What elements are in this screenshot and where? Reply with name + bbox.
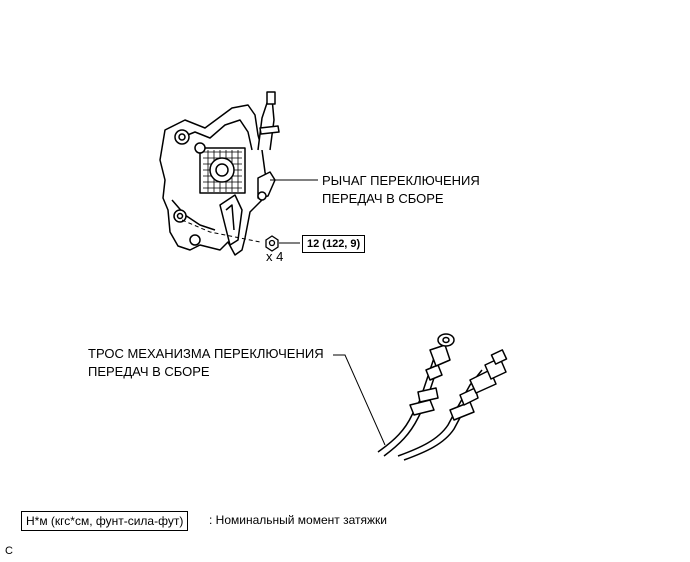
shift-cable-leader-line <box>333 354 386 446</box>
shift-lever-label-line1: РЫЧАГ ПЕРЕКЛЮЧЕНИЯ <box>322 173 480 188</box>
legend-description: : Номинальный момент затяжки <box>209 513 387 527</box>
bolt-quantity: x 4 <box>266 249 284 264</box>
bolt-guide-line <box>181 219 261 243</box>
shift-lever-assembly-drawing <box>159 91 280 256</box>
torque-value-box: 12 (122, 9) <box>302 235 366 253</box>
legend-unit-box: Н*м (кгс*см, фунт-сила-фут) <box>21 511 189 531</box>
nut-icon <box>265 235 279 252</box>
corner-mark: C <box>5 545 13 557</box>
shift-cable-label-line1: ТРОС МЕХАНИЗМА ПЕРЕКЛЮЧЕНИЯ <box>88 346 324 361</box>
shift-cable-assembly-drawing <box>377 333 508 461</box>
shift-cable-label-line2: ПЕРЕДАЧ В СБОРЕ <box>88 364 210 379</box>
shift-lever-label-line2: ПЕРЕДАЧ В СБОРЕ <box>322 191 444 206</box>
